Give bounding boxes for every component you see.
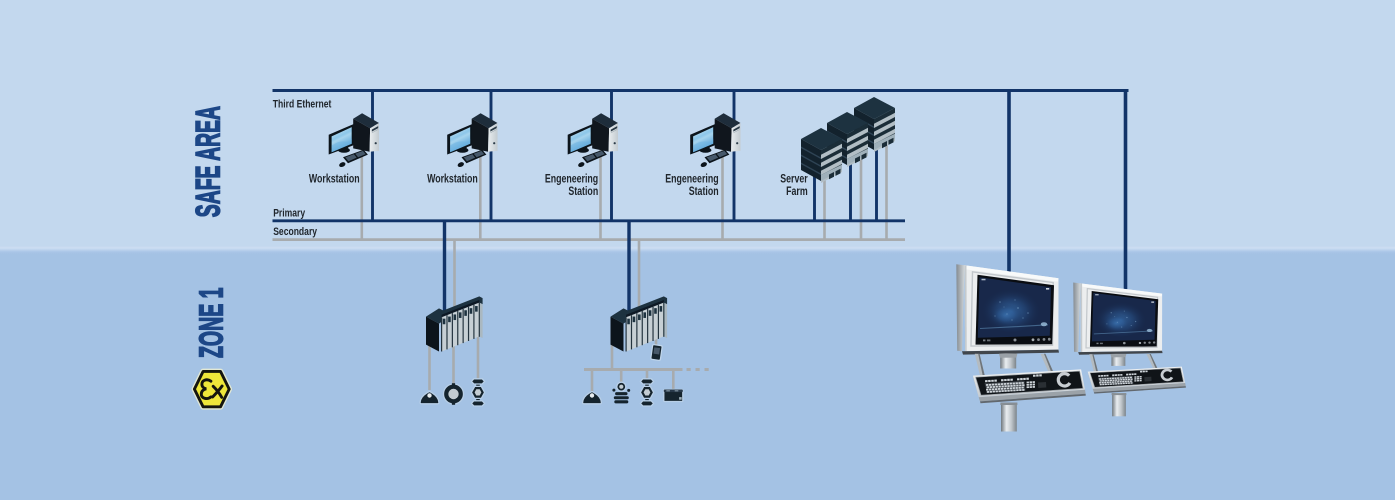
svg-text:Server: Server <box>780 172 807 186</box>
svg-text:Workstation: Workstation <box>309 172 360 186</box>
svg-text:Engeneering: Engeneering <box>545 172 598 186</box>
svg-text:Station: Station <box>689 185 719 199</box>
svg-text:Secondary: Secondary <box>273 226 317 238</box>
svg-text:SAFE AREA: SAFE AREA <box>189 106 227 217</box>
svg-text:Primary: Primary <box>273 207 305 219</box>
svg-text:Farm: Farm <box>786 185 808 199</box>
svg-text:Workstation: Workstation <box>427 172 478 186</box>
svg-text:ZONE 1: ZONE 1 <box>192 287 230 358</box>
svg-text:Third Ethernet: Third Ethernet <box>273 99 332 111</box>
svg-text:Station: Station <box>568 185 598 199</box>
svg-text:Engeneering: Engeneering <box>665 172 718 186</box>
